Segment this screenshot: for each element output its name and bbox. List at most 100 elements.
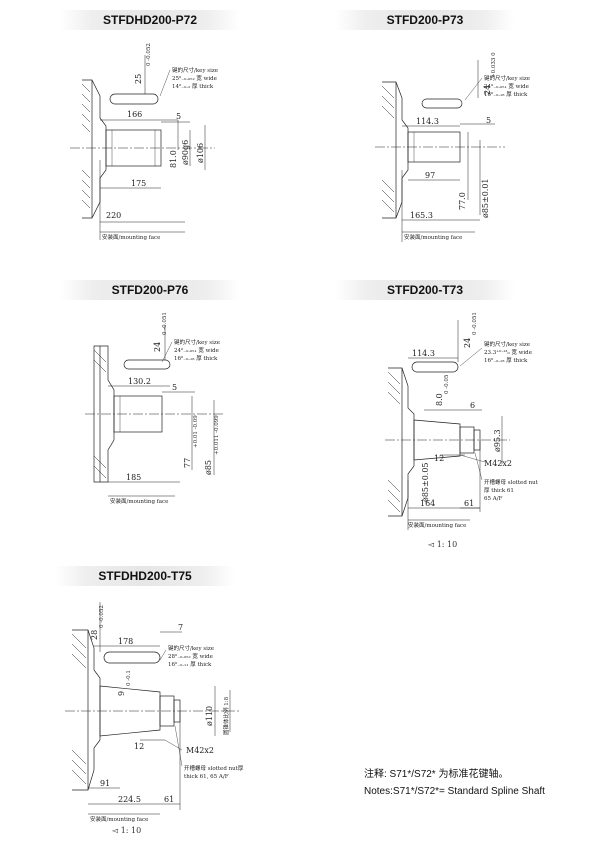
dim-len3: 220: [106, 211, 121, 220]
key-note-0: 键的尺寸/key size: [168, 644, 214, 652]
panel-title-p76: STFD200-P76: [60, 280, 240, 300]
nut-leader: [174, 725, 183, 767]
nut-note-1: 厚 thick 61: [484, 487, 514, 494]
dim-len4: 61: [164, 795, 174, 804]
housing-outline: [82, 79, 107, 219]
drawing-p73: 24 +0.033 0 114.3 5 97 77.0 ø85±0.01 165…: [375, 52, 530, 242]
drawing-p76: 24 0 -0.051 130.2 5 77 +0.01 -0.09 ø85 +…: [85, 312, 225, 505]
dim-thread: M42x2: [484, 459, 512, 468]
housing-hatch-lower: [81, 169, 91, 209]
scale-icon: ◅: [428, 540, 435, 549]
panel-title-p73: STFD200-P73: [335, 10, 515, 30]
thread-leader: [459, 454, 486, 463]
scale-icon: ◅: [112, 826, 119, 835]
dim-d3: 81.0: [169, 150, 178, 168]
dim-key-h: 24: [463, 338, 472, 348]
dim-key-h-tol: 0 -0.051: [162, 312, 168, 335]
mount-label: 安装面/mounting face: [408, 521, 466, 529]
key-leader: [464, 77, 483, 101]
housing-outline: [93, 345, 115, 483]
dim-d2: 圆锥体比例 1:8: [222, 696, 230, 735]
dim-len5: 91: [100, 779, 110, 788]
scale-note-t73: ◅ 1: 10: [428, 540, 457, 549]
dim-step: 7: [178, 623, 183, 632]
dim-step: 5: [176, 112, 181, 121]
dim-d1: ø95.3: [493, 429, 502, 452]
dim-len3: 164: [420, 499, 435, 508]
dim-key-len: 178: [118, 637, 133, 646]
housing-hatch: [71, 633, 87, 785]
housing-hatch: [387, 371, 401, 513]
nut-note-1: thick 61, 65 A/F: [184, 774, 229, 780]
key-note-2: 14⁰₋₀.₂ 厚 thick: [172, 83, 214, 90]
dim-step: 5: [486, 116, 491, 125]
key-leader: [459, 347, 483, 367]
dim-d1-tol: +0.01 -0.09: [193, 415, 199, 448]
dim-key-h: 25: [134, 74, 143, 84]
mount-label: 安装面/mounting face: [110, 497, 168, 505]
dim-key-len: 114.3: [416, 117, 439, 126]
key-note-0: 键的尺寸/key size: [484, 340, 530, 348]
dim-key-h-tol: +0.033 0: [491, 52, 497, 78]
dim-key-len: 130.2: [128, 377, 151, 386]
dim-d1: ø110: [205, 706, 214, 726]
dim-key-h: 24: [483, 85, 492, 95]
housing-outline: [382, 81, 409, 219]
dim-key-h-tol: 0 -0.051: [472, 312, 478, 335]
dim-key-h: 28: [90, 630, 99, 640]
dim-len12: 12: [434, 454, 444, 463]
drawing-t73: 24 0 -0.051 114.3 8.0 0 -0.05 6 ø95.3 M4…: [385, 312, 539, 530]
dim-taper: 9: [117, 691, 126, 696]
key-note-2: 16⁰₋₀.₁₁ 厚 thick: [168, 661, 212, 668]
dim-key-len: 166: [127, 110, 142, 119]
dim-d2: ø85: [204, 460, 213, 475]
panel-title-t75: STFDHD200-T75: [55, 566, 235, 586]
dim-len4: 61: [464, 499, 474, 508]
key-note-1: 28⁰₋₀.₀₅₂ 宽 wide: [168, 652, 213, 660]
mount-label: 安装面/mounting face: [404, 233, 462, 241]
key-note-2: 16⁰₋₀.₁₈ 厚 thick: [484, 357, 528, 364]
dim-key-h: 24: [153, 342, 162, 352]
note-en: Notes:S71*/S72*= Standard Spline Shaft: [364, 786, 545, 797]
key-leader: [159, 649, 167, 661]
dim-len3: 165.3: [410, 211, 433, 220]
key-leader: [161, 341, 173, 363]
notes-block: 注释: S71*/S72* 为标准花键轴。 Notes:S71*/S72*= S…: [364, 766, 545, 800]
drawing-p72: 25 0 -0.052 166 5 ø90g6 ø106 81.0 175 22…: [70, 43, 218, 241]
dim-d2-tol: +0.011 -0.099: [214, 415, 220, 455]
mount-label: 安装面/mounting face: [102, 233, 160, 241]
dim-taper-tol: 0 -0.1: [126, 670, 132, 686]
dim-key-h-tol: 0 -0.052: [146, 43, 152, 66]
housing-outline: [72, 629, 101, 791]
thread-leader: [164, 739, 183, 751]
scale-note-t75: ◅ 1: 10: [112, 826, 141, 835]
panel-title-p72: STFDHD200-P72: [60, 10, 240, 30]
key-slot: [123, 359, 171, 370]
scale-value: 1: 10: [120, 826, 142, 835]
dim-step: 5: [172, 383, 177, 392]
dim-d2: ø85±0.01: [481, 178, 490, 218]
dim-len2: 185: [126, 473, 141, 482]
dim-d1: 77.0: [458, 192, 467, 210]
dim-d1: ø106: [196, 143, 205, 163]
housing-hatch: [93, 349, 107, 479]
dim-taper: 8.0: [435, 393, 444, 406]
scale-value: 1: 10: [436, 540, 458, 549]
dim-len12: 12: [134, 742, 144, 751]
dim-taper-tol: 0 -0.05: [444, 374, 450, 394]
key-slot: [411, 361, 459, 373]
dim-thread: M42x2: [186, 746, 214, 755]
housing-hatch: [81, 83, 91, 133]
key-note-2: 16⁰₋₀.₁₈ 厚 thick: [484, 91, 528, 98]
key-slot: [421, 98, 463, 109]
mount-label: 安装面/mounting face: [90, 815, 148, 823]
dim-key-h-tol: 0 -0.052: [99, 605, 105, 628]
nut-note-0: 开槽螺母 slotted nut厚: [184, 764, 244, 772]
key-slot: [109, 93, 159, 105]
taper-shaft: [413, 419, 461, 461]
nut-leader: [474, 452, 483, 481]
key-note-0: 键的尺寸/key size: [172, 66, 218, 74]
dim-len2: 97: [425, 171, 435, 180]
nut-note-2: 65 A/F: [484, 496, 503, 502]
drawing-t75: 28 0 -0.052 178 7 9 0 -0.1 ø110 圆锥体比例 1:…: [65, 602, 244, 823]
